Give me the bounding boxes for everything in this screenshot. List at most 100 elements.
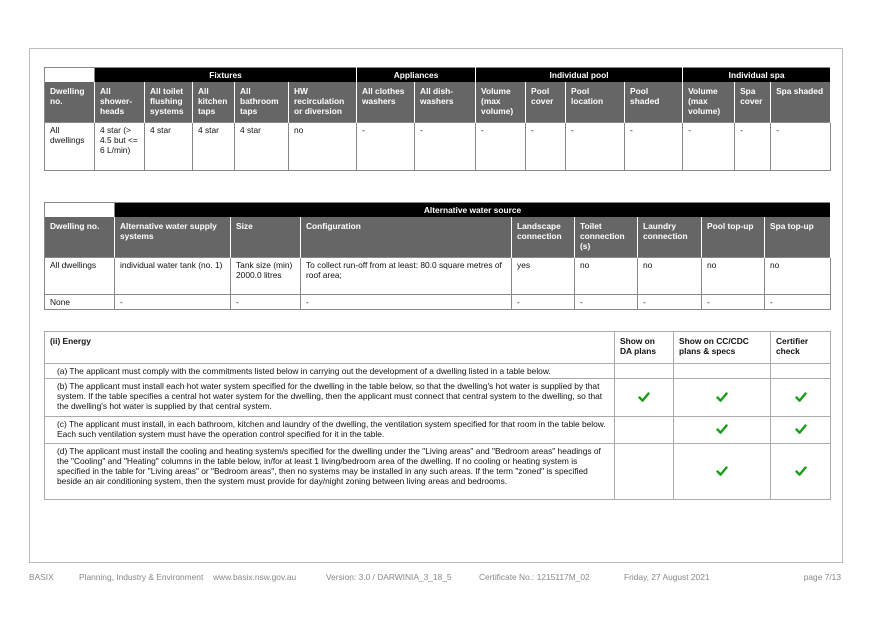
group-header-individual-spa: Individual spa xyxy=(682,67,832,82)
checkmark-icon xyxy=(794,465,807,479)
group-header-alternative-water-source: Alternative water source xyxy=(114,202,832,217)
column-header: Configuration xyxy=(300,217,512,257)
group-header-fixtures: Fixtures xyxy=(94,67,358,82)
energy-requirement-text: (a) The applicant must comply with the c… xyxy=(44,363,615,379)
column-header-certifier-check: Certifier check xyxy=(770,331,831,364)
table-cell: - xyxy=(565,121,626,171)
table-cell: no xyxy=(574,256,638,295)
table-cell: All dwellings xyxy=(44,121,95,171)
alternative-water-table: Alternative water source Dwelling no. Al… xyxy=(44,202,832,310)
energy-requirement-row: (d) The applicant must install the cooli… xyxy=(44,443,831,500)
footer-url[interactable]: www.basix.nsw.gov.au xyxy=(213,572,297,582)
table-cell: Tank size (min) 2000.0 litres xyxy=(230,256,301,295)
footer-department: Planning, Industry & Environment xyxy=(79,572,204,582)
check-cell-cert xyxy=(770,378,831,417)
column-header: Dwelling no. xyxy=(44,217,115,257)
group-header-blank xyxy=(44,67,95,82)
table-cell: - xyxy=(300,293,512,310)
energy-section-title: (ii) Energy xyxy=(44,331,615,364)
table-cell: - xyxy=(682,121,736,171)
table-cell: - xyxy=(475,121,527,171)
column-header: All kitchen taps xyxy=(192,82,235,122)
check-cell-da xyxy=(614,443,674,500)
page-footer: BASIX Planning, Industry & Environment w… xyxy=(29,572,843,584)
table-cell: no xyxy=(701,256,765,295)
column-header: Pool cover xyxy=(525,82,567,122)
table-cell: 4 star xyxy=(144,121,193,171)
table-cell: - xyxy=(574,293,638,310)
table-cell: - xyxy=(637,293,702,310)
column-header-show-on-da-plans: Show on DA plans xyxy=(614,331,674,364)
table-cell: - xyxy=(701,293,765,310)
table-cell: 4 star (> 4.5 but <= 6 L/min) xyxy=(94,121,145,171)
column-header: All bathroom taps xyxy=(234,82,289,122)
energy-requirement-row: (a) The applicant must comply with the c… xyxy=(44,363,831,379)
check-cell-cert xyxy=(770,416,831,444)
energy-requirement-text: (d) The applicant must install the cooli… xyxy=(44,443,615,500)
table-cell: no xyxy=(637,256,702,295)
energy-table: (ii) Energy Show on DA plans Show on CC/… xyxy=(44,331,831,500)
table-cell: - xyxy=(511,293,575,310)
check-cell-da xyxy=(614,363,674,379)
column-header: Alternative water supply systems xyxy=(114,217,231,257)
column-header: Dwelling no. xyxy=(44,82,95,122)
column-header: Laundry connection xyxy=(637,217,702,257)
table-cell: no xyxy=(763,256,832,295)
footer-date: Friday, 27 August 2021 xyxy=(624,572,710,582)
column-header: Pool location xyxy=(565,82,626,122)
checkmark-icon xyxy=(716,391,728,405)
column-header: Spa cover xyxy=(734,82,772,122)
checkmark-icon xyxy=(794,391,807,405)
table-cell: To collect run-off from at least: 80.0 s… xyxy=(300,256,512,295)
column-header: Size xyxy=(230,217,301,257)
table-cell: no xyxy=(287,121,358,171)
energy-requirement-text: (c) The applicant must install, in each … xyxy=(44,416,615,444)
footer-certificate-number: Certificate No.: 1215117M_02 xyxy=(479,572,590,582)
table-cell: 4 star xyxy=(234,121,289,171)
page-frame xyxy=(29,48,843,563)
group-header-individual-pool: Individual pool xyxy=(475,67,684,82)
check-cell-cc xyxy=(673,363,771,379)
checkmark-icon xyxy=(716,424,728,437)
column-header: HW recirculation or diversion xyxy=(288,82,358,122)
column-header: All toilet flushing systems xyxy=(144,82,193,122)
table-cell: yes xyxy=(511,256,575,295)
column-header: All shower-heads xyxy=(94,82,145,122)
check-cell-cc xyxy=(673,378,771,417)
check-cell-cert xyxy=(770,443,831,500)
footer-page-number: page 7/13 xyxy=(803,572,841,582)
check-cell-da xyxy=(614,378,674,417)
table-cell: - xyxy=(114,293,231,310)
footer-version: Version: 3.0 / DARWINIA_3_18_5 xyxy=(326,572,452,582)
table-cell: - xyxy=(624,121,684,171)
table-cell: - xyxy=(734,121,772,171)
column-header-show-on-cc-cdc: Show on CC/CDC plans & specs xyxy=(673,331,771,364)
table-cell: individual water tank (no. 1) xyxy=(114,256,231,295)
table-cell: All dwellings xyxy=(44,256,115,295)
column-header: Toilet connection (s) xyxy=(574,217,638,257)
checkmark-icon xyxy=(716,465,728,479)
check-cell-cert xyxy=(770,363,831,379)
column-header: Spa shaded xyxy=(770,82,832,122)
table-cell: - xyxy=(763,293,832,310)
column-header: Landscape connection xyxy=(511,217,575,257)
group-header-blank xyxy=(44,202,115,217)
column-header: Volume (max volume) xyxy=(475,82,527,122)
checkmark-icon xyxy=(638,391,650,405)
group-header-appliances: Appliances xyxy=(356,67,477,82)
table-cell: - xyxy=(414,121,477,171)
table-cell: - xyxy=(770,121,832,171)
check-cell-cc xyxy=(673,416,771,444)
energy-requirement-text: (b) The applicant must install each hot … xyxy=(44,378,615,417)
check-cell-da xyxy=(614,416,674,444)
table-cell: - xyxy=(356,121,416,171)
fixtures-table: Fixtures Appliances Individual pool Indi… xyxy=(44,67,832,171)
column-header: Spa top-up xyxy=(764,217,832,257)
table-row: All dwellings individual water tank (no.… xyxy=(44,256,832,295)
check-cell-cc xyxy=(673,443,771,500)
table-cell: - xyxy=(525,121,567,171)
energy-requirement-row: (c) The applicant must install, in each … xyxy=(44,416,831,444)
column-header: All dish-washers xyxy=(414,82,477,122)
table-cell: - xyxy=(230,293,301,310)
column-header: All clothes washers xyxy=(356,82,416,122)
